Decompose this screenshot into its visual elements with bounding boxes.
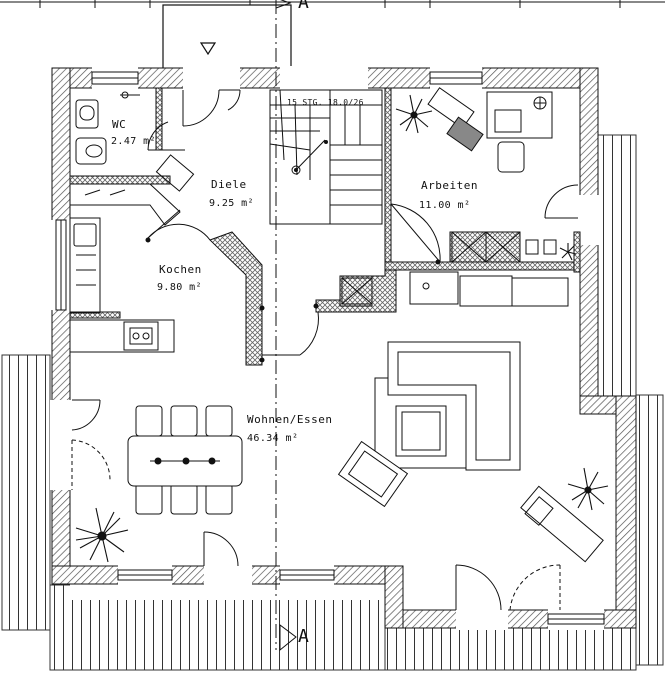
interior-walls [69, 87, 581, 366]
terrace-right [597, 134, 664, 666]
room-name-wc: WC [112, 118, 126, 131]
room-area-arbeiten: 11.00 m² [419, 200, 470, 211]
dining-set [127, 405, 243, 515]
wc-fixtures [75, 91, 140, 165]
chaise-lounge [520, 485, 604, 563]
section-line [275, 0, 297, 652]
study-furniture [409, 87, 569, 307]
window-symbols [55, 71, 605, 625]
section-marker-bottom: A [298, 626, 309, 647]
room-area-diele: 9.25 m² [209, 198, 254, 209]
dimension-ticks [0, 0, 665, 8]
study-cabinets [341, 231, 557, 305]
stair-arrow-icon [291, 165, 301, 175]
room-name-kochen: Kochen [159, 263, 202, 276]
room-name-diele: Diele [211, 178, 247, 191]
room-area-wohnen: 46.34 m² [247, 433, 298, 444]
stair-label: 15 STG. 18.0/26 [287, 98, 364, 107]
doors [71, 89, 579, 611]
kitchen-fixtures [69, 154, 195, 353]
entrance-arrow-icon [199, 42, 217, 56]
room-area-kochen: 9.80 m² [157, 282, 202, 293]
entrance-canopy [162, 4, 292, 70]
terrace-left [1, 354, 51, 631]
room-name-arbeiten: Arbeiten [421, 179, 478, 192]
room-area-wc: 2.47 m² [111, 136, 156, 147]
sofa-group [337, 341, 521, 508]
plant-icon [75, 94, 609, 563]
staircase [269, 89, 383, 225]
room-name-wohnen: Wohnen/Essen [247, 413, 332, 426]
section-marker-top: A [298, 0, 309, 13]
electrical-marks [145, 140, 441, 363]
